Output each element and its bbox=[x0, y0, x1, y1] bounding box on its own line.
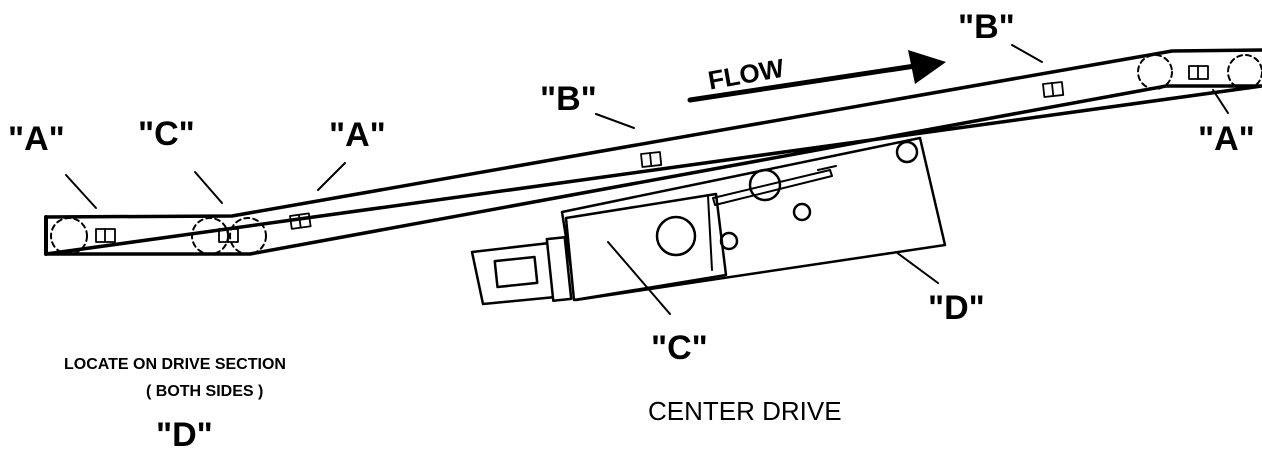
note-line-2: ( BOTH SIDES ) bbox=[146, 383, 264, 400]
idler-pulley bbox=[748, 168, 782, 202]
callout-a-mid: "A" bbox=[329, 116, 386, 154]
center-drive bbox=[470, 136, 947, 306]
drive-pulley bbox=[655, 215, 697, 257]
callout-c-left: "C" bbox=[138, 115, 195, 153]
callout-d-drive: "D" bbox=[928, 289, 985, 327]
idler-circle bbox=[50, 217, 88, 255]
note-line-1: LOCATE ON DRIVE SECTION bbox=[64, 356, 286, 373]
idler-circle bbox=[229, 217, 267, 255]
idler-circle bbox=[191, 217, 229, 255]
motor-cover bbox=[493, 255, 539, 289]
callout-b-mid: "B" bbox=[540, 80, 597, 118]
take-up-rod bbox=[712, 165, 837, 206]
idler-circle bbox=[1227, 54, 1262, 90]
marker bbox=[289, 212, 312, 230]
idler-circles bbox=[50, 54, 1262, 255]
callout-b-right: "B" bbox=[958, 8, 1015, 46]
idler-circle bbox=[1137, 54, 1173, 90]
marker bbox=[95, 228, 116, 243]
flow-arrow bbox=[687, 50, 946, 103]
note-label-d: "D" bbox=[156, 416, 213, 454]
leader-lines bbox=[65, 44, 1229, 315]
marker bbox=[1188, 65, 1209, 80]
callout-a-right: "A" bbox=[1198, 120, 1255, 158]
callout-c-drive: "C" bbox=[651, 329, 708, 367]
center-drive-caption: CENTER DRIVE bbox=[648, 396, 842, 426]
callout-a-left: "A" bbox=[8, 120, 65, 158]
marker bbox=[218, 228, 239, 243]
marker bbox=[1042, 81, 1065, 98]
marker bbox=[640, 151, 663, 168]
